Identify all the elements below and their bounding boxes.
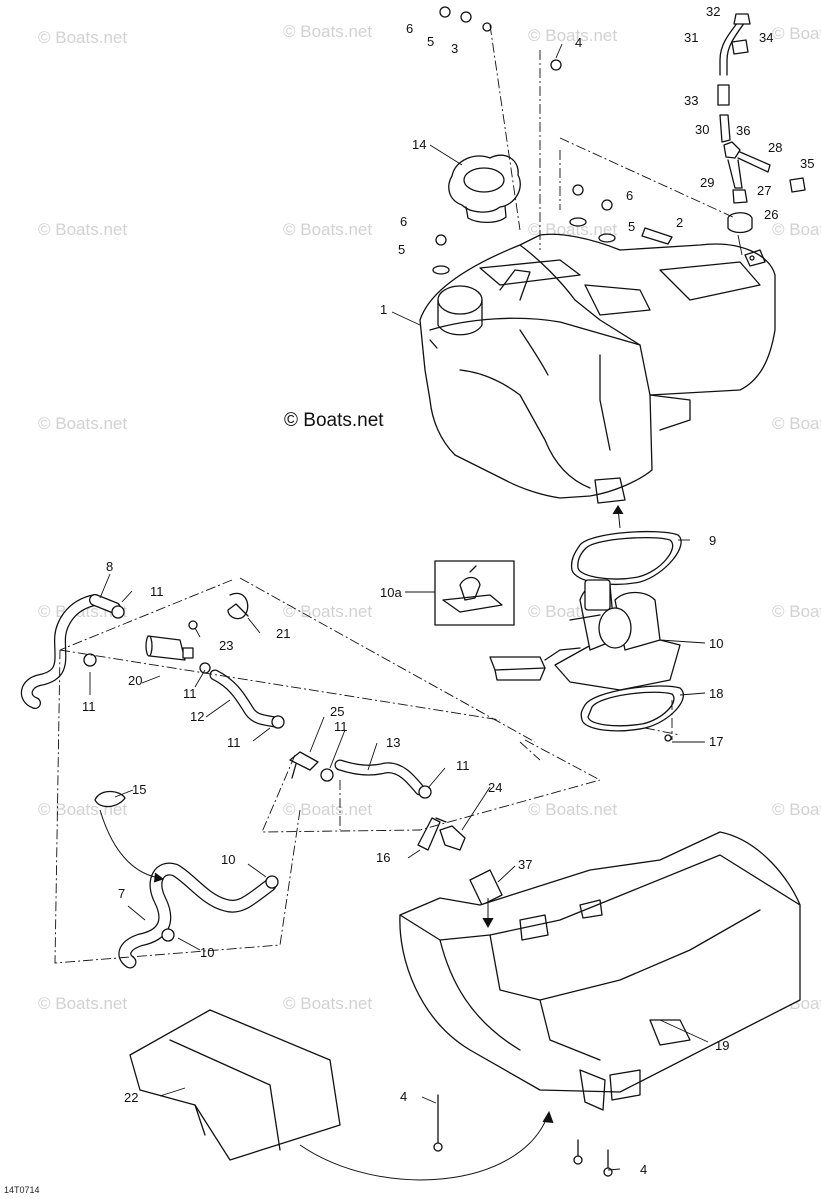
callout: 31 bbox=[684, 30, 698, 45]
inset-box-10a bbox=[434, 560, 515, 626]
arrows bbox=[99, 505, 624, 1181]
callout: 25 bbox=[330, 704, 344, 719]
callout: 10 bbox=[221, 852, 235, 867]
callout: 11 bbox=[150, 584, 164, 599]
callout: 6 bbox=[406, 21, 413, 36]
callout: 36 bbox=[736, 123, 750, 138]
fuel-hose-12 bbox=[209, 669, 281, 728]
fitting-24 bbox=[435, 817, 466, 851]
callout: 5 bbox=[628, 219, 635, 234]
callout: 19 bbox=[715, 1038, 729, 1053]
callout: 5 bbox=[427, 34, 434, 49]
watermark: © Boats.net bbox=[283, 22, 373, 41]
support-clamp bbox=[227, 592, 249, 620]
guide-lines bbox=[54, 24, 736, 964]
callout: 11 bbox=[456, 758, 470, 773]
fuel-pump-module bbox=[489, 579, 681, 691]
callout: 11 bbox=[82, 699, 96, 714]
callout: 5 bbox=[398, 242, 405, 257]
fuel-hose-7 bbox=[118, 862, 277, 969]
copyright-label: © Boats.net bbox=[284, 410, 384, 431]
callout: 26 bbox=[764, 207, 778, 222]
callout: 6 bbox=[626, 188, 633, 203]
watermark: © Boats.net bbox=[772, 800, 821, 819]
vent-line-assembly bbox=[717, 13, 806, 234]
pad-37 bbox=[469, 869, 503, 906]
fuel-hose-13 bbox=[334, 759, 426, 796]
watermark: © Boats.net bbox=[772, 602, 821, 621]
heat-shield bbox=[129, 1009, 341, 1161]
callout: 29 bbox=[700, 175, 714, 190]
watermark: © Boats.net bbox=[283, 220, 373, 239]
callout: 4 bbox=[400, 1089, 407, 1104]
watermark: © Boats.net bbox=[38, 220, 128, 239]
callout-numbers: 1 2 3 4 4 4 5 5 5 6 6 6 7 8 9 10 10 10 1… bbox=[82, 4, 814, 1177]
callout: 24 bbox=[488, 780, 502, 795]
bolts bbox=[433, 59, 672, 1177]
callout: 37 bbox=[518, 857, 532, 872]
watermark: © Boats.net bbox=[38, 994, 128, 1013]
callout: 14 bbox=[412, 137, 426, 152]
pump-gasket bbox=[580, 685, 684, 732]
leader-lines bbox=[89, 43, 743, 1171]
watermark: © Boats.net bbox=[283, 602, 373, 621]
callout: 28 bbox=[768, 140, 782, 155]
watermark: © Boats.net bbox=[772, 24, 821, 43]
watermark: © Boats.net bbox=[283, 994, 373, 1013]
callout: 10 bbox=[709, 636, 723, 651]
callout: 11 bbox=[183, 686, 197, 701]
callout: 35 bbox=[800, 156, 814, 171]
callout: 17 bbox=[709, 734, 723, 749]
callout: 7 bbox=[118, 886, 125, 901]
callout: 27 bbox=[757, 183, 771, 198]
callout: 11 bbox=[334, 719, 348, 734]
callout: 32 bbox=[706, 4, 720, 19]
callout: 30 bbox=[695, 122, 709, 137]
callout: 1 bbox=[380, 302, 387, 317]
hose-clamps bbox=[83, 605, 432, 942]
filler-cap bbox=[448, 154, 521, 224]
watermark: © Boats.net bbox=[38, 800, 128, 819]
callout: 13 bbox=[386, 735, 400, 750]
callout: 15 bbox=[132, 782, 146, 797]
fuel-tank bbox=[419, 233, 776, 504]
callout: 16 bbox=[376, 850, 390, 865]
watermark: © Boats.net bbox=[772, 414, 821, 433]
callout: 21 bbox=[276, 626, 290, 641]
callout: 6 bbox=[400, 214, 407, 229]
watermark: © Boats.net bbox=[528, 800, 618, 819]
watermark: © Boats.net bbox=[38, 28, 128, 47]
callout: 10 bbox=[200, 945, 214, 960]
callout: 23 bbox=[219, 638, 233, 653]
callout: 3 bbox=[451, 41, 458, 56]
callout: 4 bbox=[575, 35, 582, 50]
callout: 2 bbox=[676, 215, 683, 230]
fuel-hose-8 bbox=[20, 594, 121, 709]
callout: 34 bbox=[759, 30, 773, 45]
callout: 33 bbox=[684, 93, 698, 108]
skid-plate bbox=[399, 831, 801, 1111]
callout: 8 bbox=[106, 559, 113, 574]
t-connector bbox=[289, 751, 319, 779]
callout: 12 bbox=[190, 709, 204, 724]
callout: 20 bbox=[128, 673, 142, 688]
diagram-code: 14T0714 bbox=[4, 1185, 40, 1195]
callout: 22 bbox=[124, 1090, 138, 1105]
watermark: © Boats.net bbox=[528, 26, 618, 45]
bracket-16 bbox=[417, 817, 441, 851]
callout: 11 bbox=[227, 735, 241, 750]
callout: 10a bbox=[380, 585, 402, 600]
callout: 4 bbox=[640, 1162, 647, 1177]
watermark: © Boats.net bbox=[772, 220, 821, 239]
callout: 9 bbox=[709, 533, 716, 548]
fuel-filter bbox=[145, 635, 194, 661]
clip-15 bbox=[94, 790, 126, 808]
callout: 18 bbox=[709, 686, 723, 701]
tank-gasket bbox=[570, 530, 682, 585]
watermark: © Boats.net bbox=[283, 800, 373, 819]
watermark: © Boats.net bbox=[38, 414, 128, 433]
nuts-washers bbox=[432, 6, 673, 275]
